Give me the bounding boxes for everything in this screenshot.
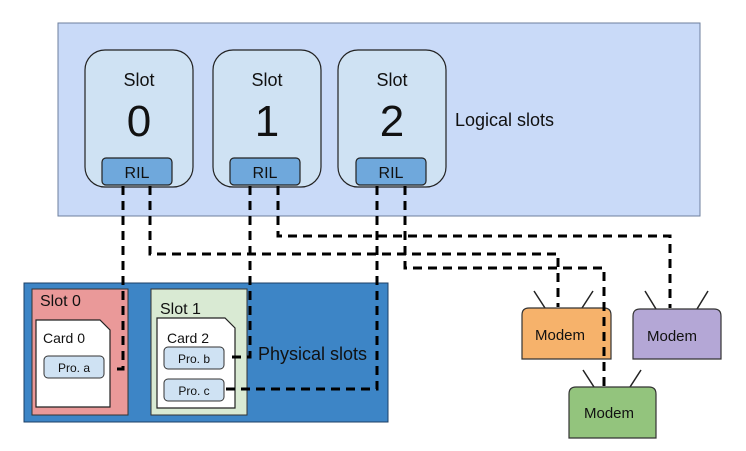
- modem-label: Modem: [647, 328, 697, 345]
- physical-slot-title: Slot 0: [40, 293, 81, 310]
- profile-box: [43, 355, 105, 379]
- logical-slot-title: Slot: [123, 70, 154, 90]
- ril-box: [229, 157, 301, 186]
- physical-slots-label: Physical slots: [258, 344, 367, 364]
- logical-slots-label: Logical slots: [455, 110, 554, 130]
- ril-box: [101, 157, 173, 186]
- modem-label: Modem: [584, 405, 634, 422]
- modem-label: Modem: [535, 327, 585, 344]
- logical-slot-number: 2: [380, 97, 404, 146]
- card-label: Card 2: [167, 330, 209, 346]
- physical-slot-1: Slot 1 Card 2 Pro. b Pro. c: [150, 288, 248, 416]
- wire-ril1-to-pro-b: [226, 186, 252, 359]
- logical-slot-title: Slot: [251, 70, 282, 90]
- profile-box: [163, 346, 225, 370]
- wire-ril2-to-green-modem: [403, 186, 606, 386]
- ril-label: RIL: [253, 165, 278, 182]
- logical-slot-number: 0: [127, 97, 151, 146]
- wire-ril1-to-purple-modem: [276, 186, 672, 308]
- wire-ril2-to-pro-c: [226, 186, 379, 391]
- logical-slots-panel: Logical slots Slot 0 RIL Slot 1 RIL Slot…: [57, 22, 701, 217]
- logical-slot-number: 1: [255, 97, 279, 146]
- profile-box: [163, 378, 225, 402]
- logical-slot-1: Slot 1 RIL: [212, 49, 322, 188]
- logical-slot-0: Slot 0 RIL: [84, 49, 194, 188]
- connections: [112, 186, 672, 391]
- ril-label: RIL: [379, 165, 404, 182]
- profile-label: Pro. b: [178, 352, 210, 366]
- profile-label: Pro. c: [178, 384, 209, 398]
- ril-box: [355, 157, 427, 186]
- physical-slots-panel: Physical slots Slot 0 Card 0 Pro. a Slot…: [23, 282, 389, 423]
- card-label: Card 0: [43, 330, 85, 346]
- physical-slot-0: Slot 0 Card 0 Pro. a: [31, 288, 129, 416]
- logical-slot-2: Slot 2 RIL: [337, 49, 447, 188]
- physical-slot-title: Slot 1: [160, 301, 201, 318]
- modem-purple: Modem: [632, 290, 722, 360]
- ril-label: RIL: [125, 165, 150, 182]
- logical-slot-title: Slot: [376, 70, 407, 90]
- wire-ril0-to-pro-a: [112, 186, 125, 371]
- profile-label: Pro. a: [58, 361, 90, 375]
- wire-ril0-to-orange-modem: [148, 186, 560, 307]
- modem-green: Modem: [568, 369, 657, 439]
- modem-orange: Modem: [521, 290, 612, 360]
